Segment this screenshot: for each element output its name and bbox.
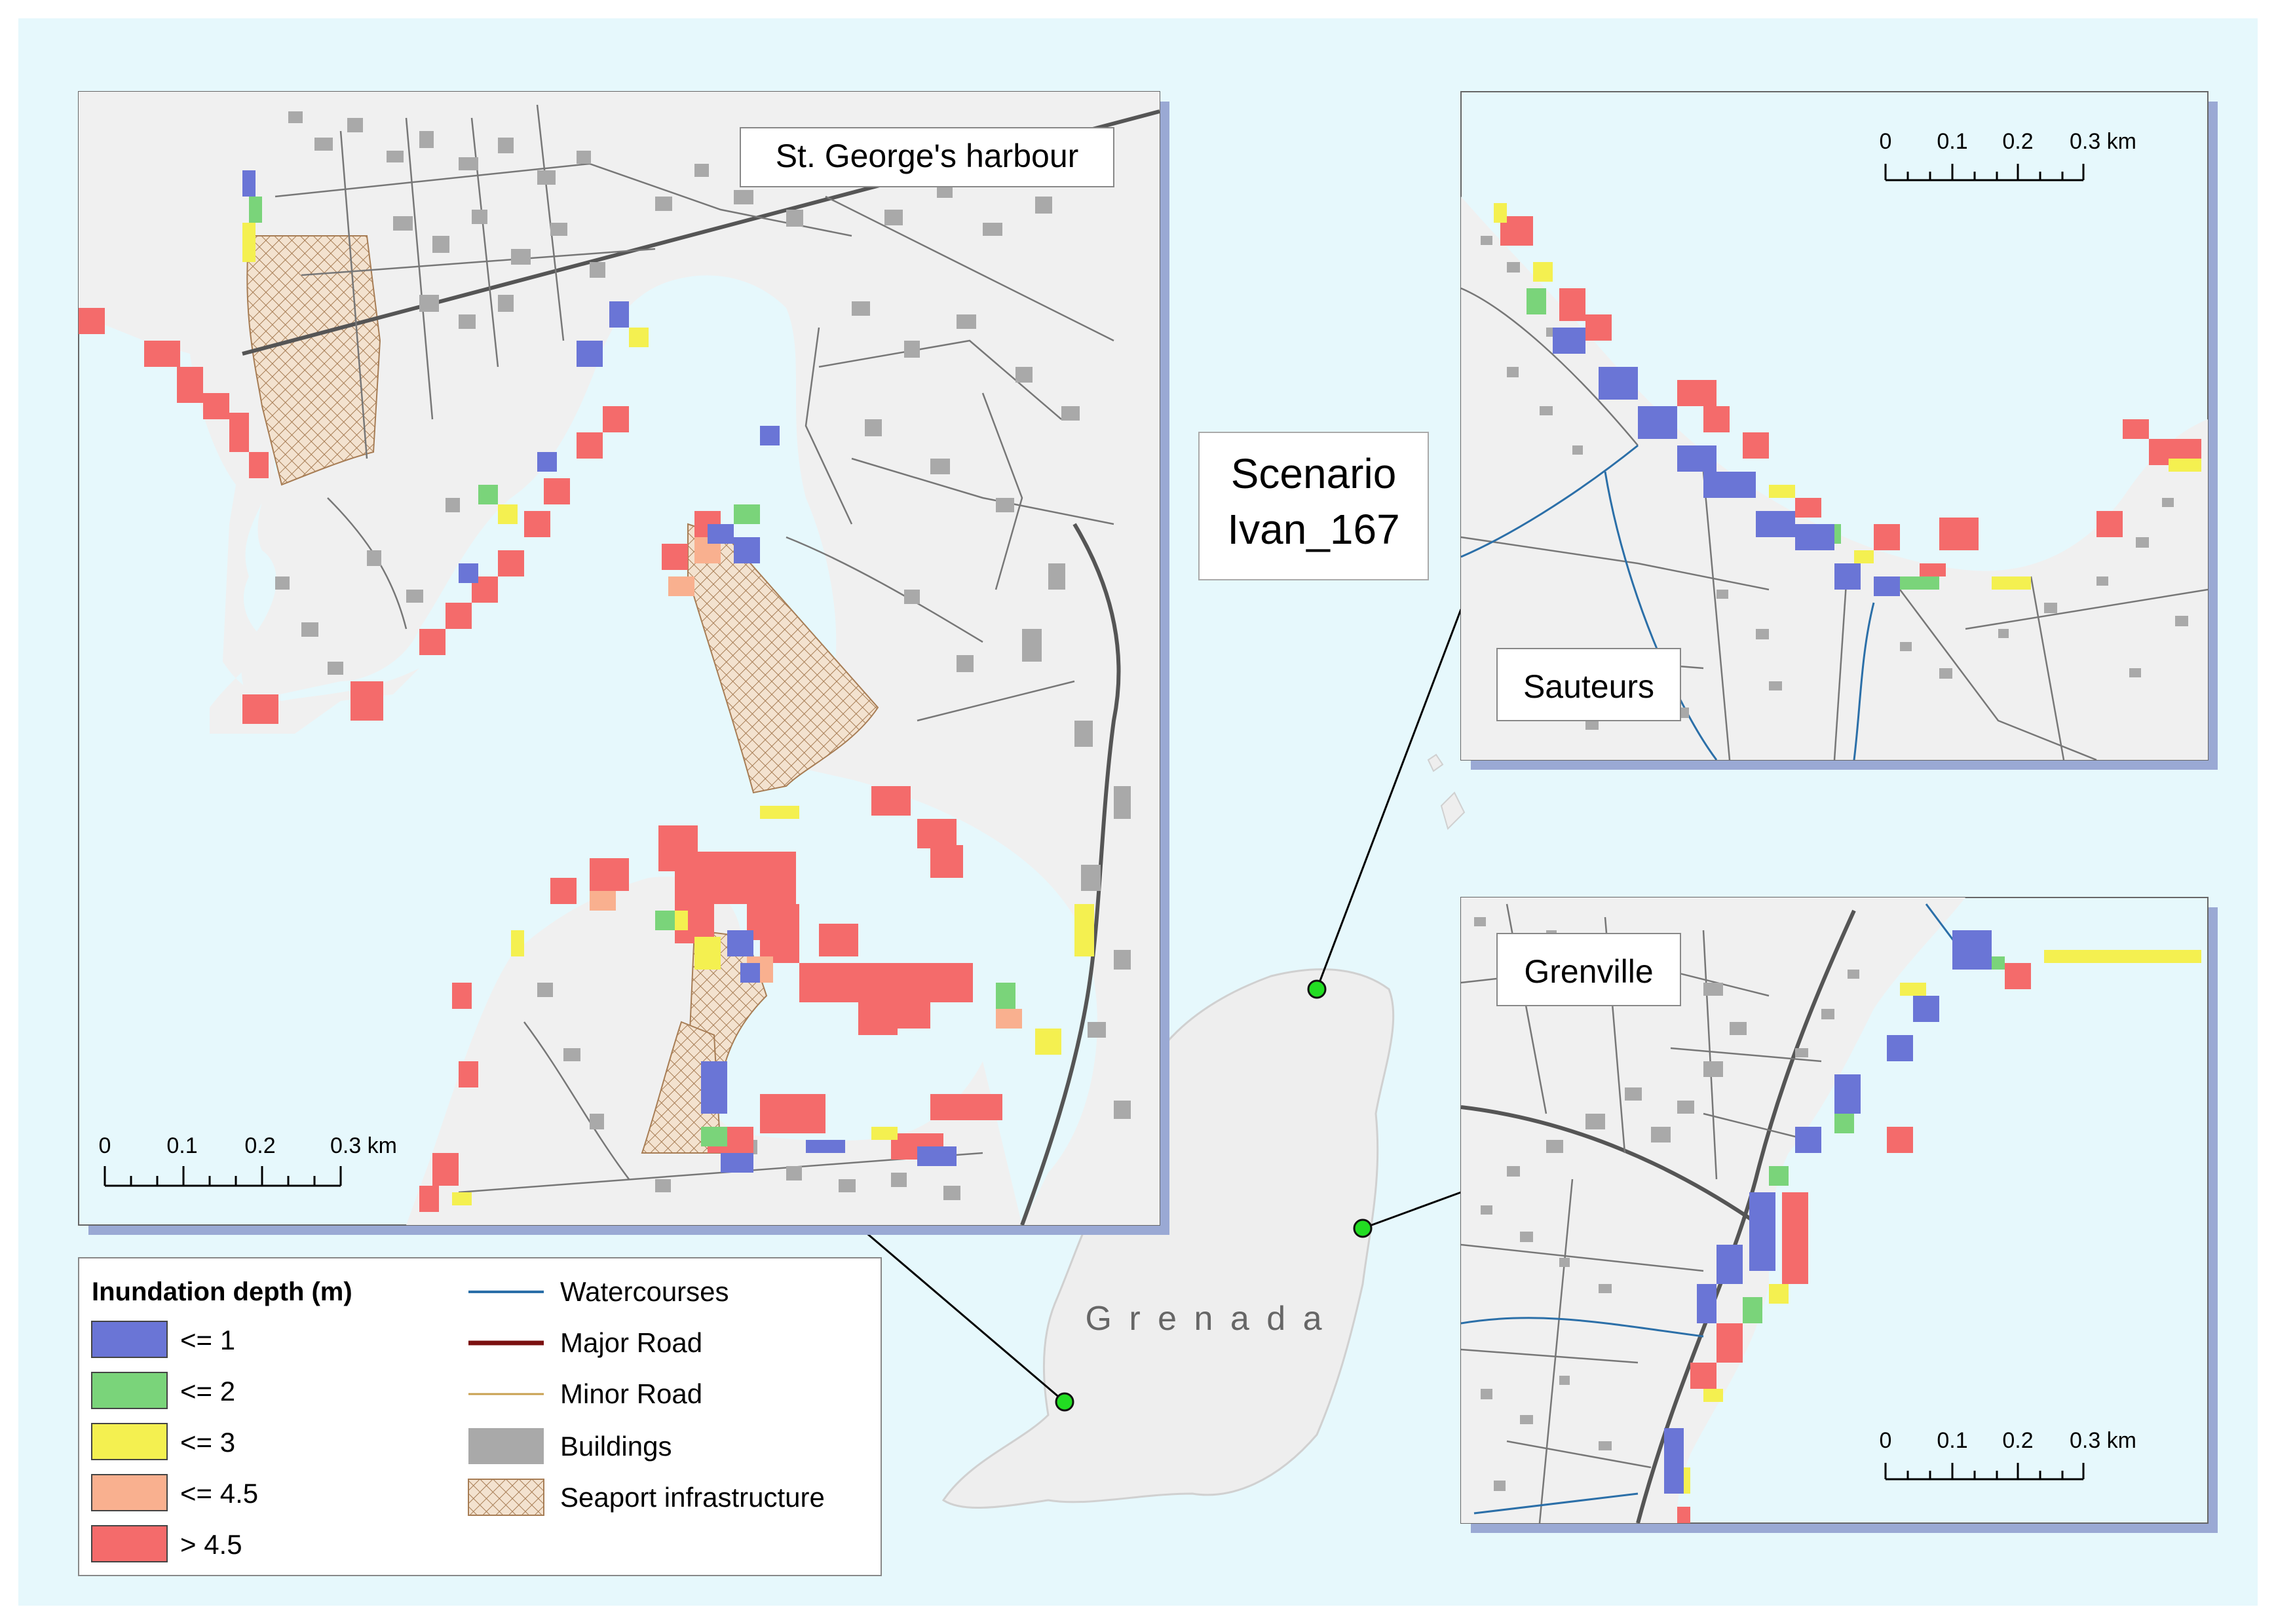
legend-swatch-depth-4 — [91, 1474, 168, 1511]
scale-tick-2: 0.2 — [2002, 1428, 2033, 1453]
legend-swatch-depth-3 — [91, 1423, 168, 1460]
legend-symbol-seaport — [468, 1479, 544, 1516]
scenario-title-box: Scenario Ivan_167 — [1198, 432, 1429, 580]
grenville-label: Grenville — [1524, 953, 1653, 990]
grenada-island: G r e n a d a — [941, 753, 1466, 1509]
legend-title: Inundation depth (m) — [92, 1277, 352, 1306]
scale-tick-3: 0.3 km — [2070, 129, 2136, 154]
legend-symbol-buildings — [468, 1428, 544, 1464]
scale-tick-1: 0.1 — [1937, 129, 1967, 154]
sauteurs-label: Sauteurs — [1523, 668, 1654, 705]
legend-label-depth-3: <= 3 — [180, 1427, 235, 1458]
legend-swatch-depth-5 — [91, 1525, 168, 1562]
scale-tick-0: 0 — [1880, 129, 1892, 154]
scalebar-grenville: 0 0.1 0.2 0.3 km — [1880, 1428, 2136, 1481]
marker-stgeorge — [1055, 1392, 1074, 1412]
panel-grenville: Grenville 0 0.1 0.2 0.3 km — [1460, 897, 2218, 1533]
legend-label-depth-1: <= 1 — [180, 1325, 235, 1355]
legend-label-buildings: Buildings — [560, 1431, 672, 1462]
marker-grenville — [1353, 1218, 1373, 1238]
scale-tick-2: 0.2 — [2002, 129, 2033, 154]
scale-tick-3: 0.3 km — [330, 1133, 397, 1158]
panel-sauteurs: Sauteurs 0 0.1 0.2 0.3 km — [1460, 91, 2218, 770]
scale-tick-1: 0.1 — [1937, 1428, 1967, 1453]
legend-label-depth-5: > 4.5 — [180, 1529, 242, 1560]
legend-label-major-road: Major Road — [560, 1327, 702, 1358]
scale-tick-2: 0.2 — [244, 1133, 275, 1158]
scale-tick-1: 0.1 — [166, 1133, 197, 1158]
panel-stgeorge: N St. George's harbour 0 0.1 0.2 0.3 km — [78, 91, 1169, 1235]
scale-tick-0: 0 — [1880, 1428, 1892, 1453]
scale-tick-3: 0.3 km — [2070, 1428, 2136, 1453]
marker-sauteurs — [1307, 979, 1327, 999]
scalebar-stgeorge: 0 0.1 0.2 0.3 km — [99, 1133, 397, 1187]
connector-lines — [864, 609, 1462, 1403]
legend-label-minor-road: Minor Road — [560, 1378, 702, 1409]
island-label: G r e n a d a — [1085, 1300, 1325, 1338]
stgeorge-label: St. George's harbour — [776, 138, 1079, 174]
scale-tick-0: 0 — [99, 1133, 111, 1158]
scenario-title-line2: Ivan_167 — [1227, 506, 1399, 553]
legend-label-watercourses: Watercourses — [560, 1276, 729, 1307]
location-markers — [1055, 979, 1373, 1412]
scenario-title-line1: Scenario — [1231, 450, 1397, 497]
legend-swatch-depth-1 — [91, 1321, 168, 1358]
legend-label-seaport: Seaport infrastructure — [560, 1482, 825, 1513]
legend-label-depth-4: <= 4.5 — [180, 1478, 258, 1509]
legend-swatch-depth-2 — [91, 1372, 168, 1409]
scalebar-sauteurs: 0 0.1 0.2 0.3 km — [1880, 129, 2136, 181]
legend: Inundation depth (m) <= 1 <= 2 <= 3 <= 4… — [78, 1257, 882, 1576]
legend-label-depth-2: <= 2 — [180, 1376, 235, 1407]
